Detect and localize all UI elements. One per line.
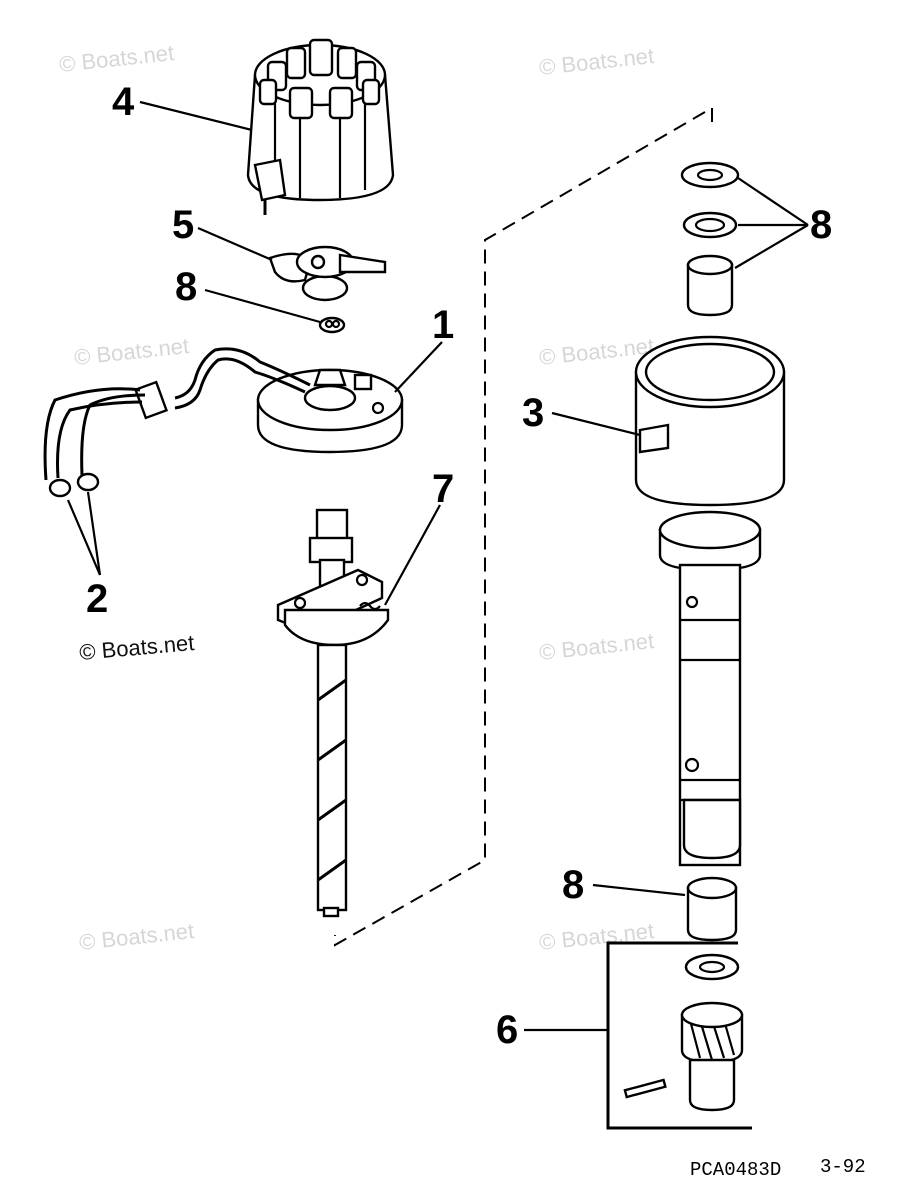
distributor-shaft-part [276, 508, 390, 918]
callout-8-lower-bushing: 8 [562, 863, 584, 907]
watermark: © Boats.net [73, 333, 190, 370]
callout-2: 2 [86, 577, 108, 621]
watermark: © Boats.net [538, 628, 655, 665]
watermark: © Boats.net [538, 43, 655, 80]
retaining-clip-part [318, 316, 346, 334]
callout-1: 1 [432, 303, 454, 347]
leader-line [384, 504, 441, 606]
leader-line [592, 883, 686, 897]
leader-line [139, 100, 253, 132]
callout-4: 4 [112, 80, 135, 124]
pickup-coil-part [43, 347, 404, 498]
leader-line [204, 288, 321, 324]
callout-6: 6 [496, 1008, 518, 1052]
callout-8-rotor-clip: 8 [175, 265, 197, 309]
drawing-date: 3-92 [820, 1156, 866, 1178]
distributor-cap-part [246, 38, 395, 215]
leader-line [551, 411, 641, 437]
leader-line [394, 341, 443, 393]
callout-5: 5 [172, 203, 194, 247]
watermark: © Boats.net [538, 918, 655, 955]
leader-line [197, 226, 273, 262]
leader-line [734, 224, 809, 269]
watermark: © Boats.net [58, 40, 175, 77]
distributor-housing-part [634, 335, 786, 867]
leader-line [86, 491, 102, 576]
callout-7: 7 [432, 467, 454, 511]
watermark: © Boats.net [78, 630, 195, 665]
lower-bushing-part [686, 876, 738, 942]
assembly-guide-line [334, 108, 713, 947]
leader-line [66, 499, 102, 576]
callout-3: 3 [522, 391, 544, 435]
leader-line [737, 177, 809, 226]
rotor-part [268, 245, 387, 302]
watermark: © Boats.net [78, 918, 195, 955]
washer-bushing-set-part [680, 161, 740, 317]
drive-gear-kit-part [606, 941, 752, 1130]
drawing-code: PCA0483D [690, 1159, 781, 1181]
callout-8-washers: 8 [810, 203, 832, 247]
